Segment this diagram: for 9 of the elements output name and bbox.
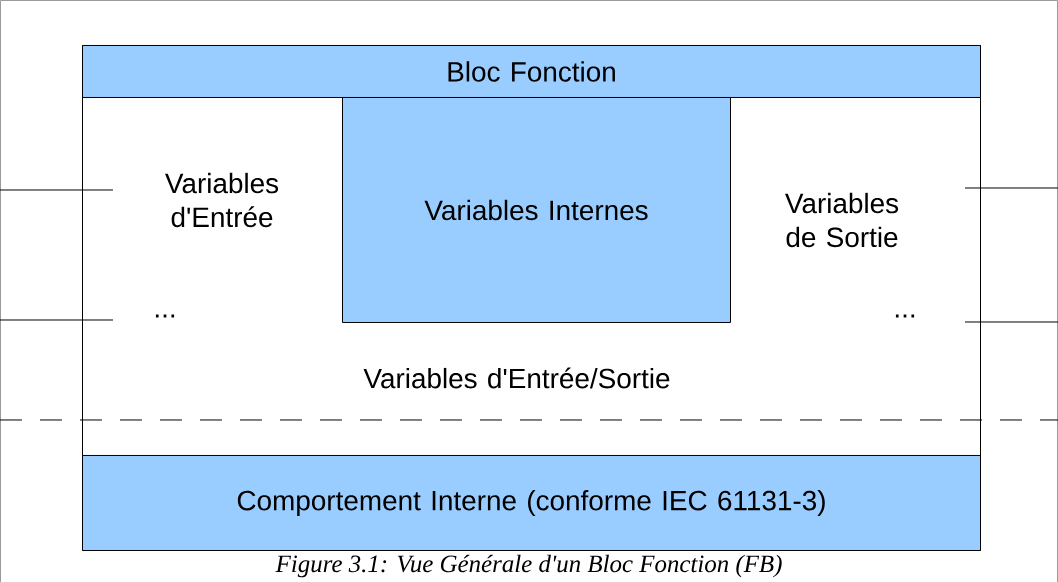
variable-label: Variables d'Entrée/Sortie [363, 367, 670, 389]
ellipsis: ... [155, 314, 175, 318]
variable-label: Variables d'Entrée [165, 172, 279, 228]
variable-label: Variables de Sortie [785, 192, 899, 248]
internal-box: Variables Internes [342, 97, 731, 323]
behaviour-band: Comportement Interne (conforme IEC 61131-3) [82, 455, 981, 551]
ellipsis: ... [895, 314, 915, 318]
header-band: Bloc Fonction [82, 45, 981, 98]
caption: Figure 3.1: Vue Générale d'un Bloc Fonction (FB) [275, 554, 782, 578]
